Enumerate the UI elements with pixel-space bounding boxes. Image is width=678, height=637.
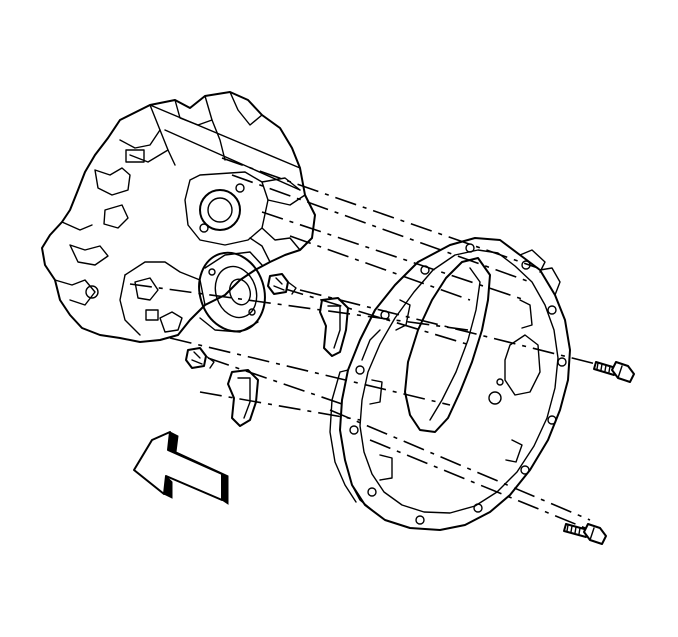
- case-nut-lower: [185, 347, 215, 369]
- shim-clip-lower: [227, 369, 259, 427]
- clutch-housing: [329, 237, 571, 531]
- direction-arrow: [133, 431, 229, 505]
- transmission-case: [41, 91, 316, 343]
- alignment-lines: [129, 157, 621, 531]
- housing-bolt-lower: [563, 523, 607, 545]
- shim-clip-upper: [319, 297, 349, 357]
- case-nut-upper: [267, 273, 297, 295]
- housing-bolt-upper: [593, 361, 635, 383]
